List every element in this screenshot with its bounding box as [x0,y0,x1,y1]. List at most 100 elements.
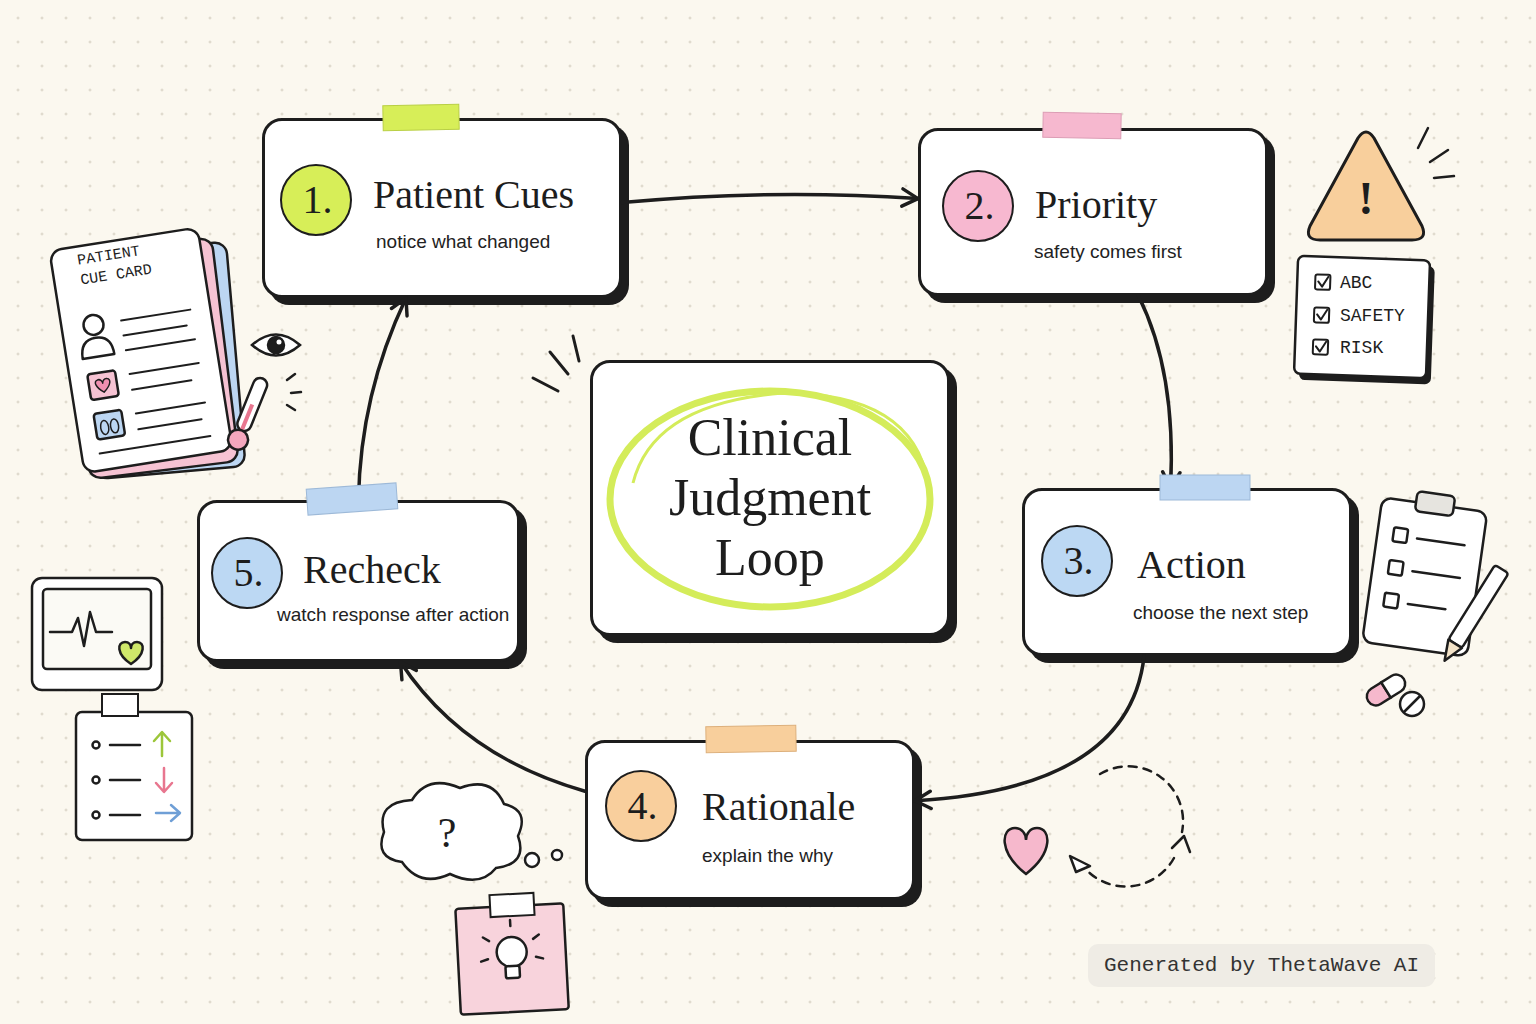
sparkle-line [1430,150,1448,162]
lung-icon [100,420,110,435]
heat-lines [287,374,301,410]
trend-right-arrow [156,805,180,821]
heart-icon [95,378,111,393]
card-front [49,227,232,473]
step-title: Recheck [303,546,441,594]
checklist-card [1294,256,1430,379]
pills [1363,671,1424,716]
step-box: Rationaleexplain the why4. [585,740,915,900]
list-line [110,779,140,782]
checklist-item: RISK [1340,338,1383,360]
clipboard-board [1362,497,1487,656]
tablet-score [1404,696,1420,712]
thermometer-tube [235,376,269,433]
step-number-circle: 5. [211,537,283,609]
thermometer-mercury [240,404,252,434]
step-number: 1. [303,180,333,220]
bulb-glass [496,936,528,968]
thermometer-icon [225,375,272,453]
step-number-circle: 4. [605,770,677,842]
checkbox [1383,593,1399,609]
flow-arrow [622,194,918,202]
step-box: Recheck watch response after action5. [197,500,520,662]
heat-line [287,374,295,380]
checkbox [1314,307,1330,323]
note-paper [455,903,568,1015]
cycle-icon [1070,766,1190,886]
step-box: Prioritysafety comes first2. [918,128,1268,296]
card-line [100,436,211,454]
step-box: Action choose the next step 3. [1022,488,1352,656]
sparkle-line [1434,176,1454,178]
step-number-circle: 3. [1041,525,1113,597]
step-hint: explain the why [702,845,833,868]
sparkle-line [550,352,568,374]
step-number: 2. [965,186,995,226]
step-box: Patient Cuesnotice what changed1. [262,118,622,298]
monitor-icon [32,578,162,690]
idea-note [455,903,568,1015]
eye-pupil [268,337,284,353]
sparkle-line [1418,128,1428,148]
checkbox [1388,560,1404,576]
cycle-arc [1080,858,1174,887]
person-body [80,335,115,359]
monitor-screen [43,589,151,669]
step-number-circle: 1. [280,164,352,236]
diagram-title: Clinical Judgment Loop [650,408,890,587]
cycle-head [1070,856,1090,872]
cycle-head [1172,836,1190,852]
capsule [1363,671,1408,709]
step-number: 3. [1064,541,1094,581]
checkbox [1313,339,1329,355]
step-hint: safety comes first [1034,241,1182,264]
trend-up-arrow [154,732,170,756]
title-card: Clinical Judgment Loop [590,360,950,636]
heart-icon [1005,828,1048,874]
trend-list [76,712,192,840]
checklist-shadow [1299,262,1435,385]
warning-mark: ! [1346,176,1386,222]
step-hint: watch response after action [277,604,509,627]
washi-tape [489,893,534,917]
clipboard-line [1412,571,1460,578]
lung-icon [110,418,120,433]
clipboard-line [1417,539,1465,546]
eye-outline [252,335,300,356]
step-number: 4. [628,786,658,826]
list-line [110,814,140,817]
bulb-ray [509,920,512,926]
flow-arrow [915,656,1144,801]
card-line [136,402,205,413]
monitor-frame [32,578,162,690]
alert-sparkles [1418,128,1454,178]
heat-line [287,405,295,410]
list-bullet [93,777,100,784]
card-line [138,419,201,429]
list-line [110,744,140,747]
sparkle-line [573,336,579,361]
bulb-ray [483,937,489,941]
cycle-arc [1100,766,1183,832]
trend-down-arrow [156,768,172,792]
checkmark [1316,341,1326,351]
step-hint: choose the next step [1133,602,1308,625]
pencil-tip [1438,640,1462,665]
card-line [130,363,199,374]
washi-tape [102,694,138,716]
checkmark [1318,276,1328,286]
clipboard-line [1408,604,1446,609]
thermometer-bulb [225,427,251,453]
bulb-ray [533,935,539,939]
step-title: Action [1137,541,1246,589]
warning-triangle [1308,132,1423,240]
pencil-body [1448,565,1508,648]
card-heading: PATIENT CUE CARD [76,239,161,290]
list-bullet [93,742,100,749]
checklist-item: ABC [1340,273,1372,295]
clipboard-clip [1415,491,1455,516]
thought-cloud [381,783,562,880]
flow-arrow [401,662,586,791]
card-line [126,339,195,350]
